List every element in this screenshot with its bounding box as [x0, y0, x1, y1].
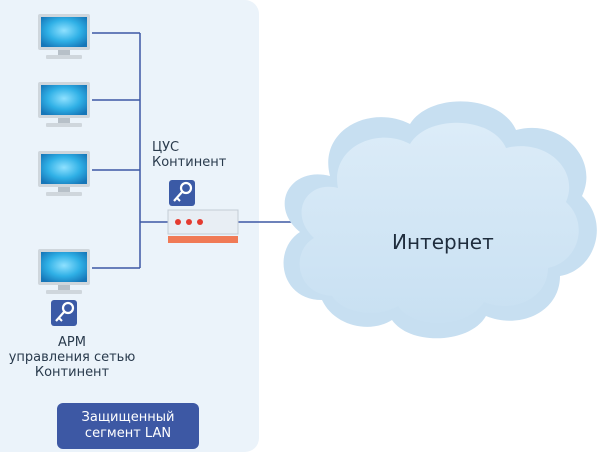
network-wires [92, 32, 300, 269]
router-icon [167, 209, 239, 243]
admin-label-line3: Континент [34, 365, 110, 380]
monitor-icon [38, 151, 90, 196]
gateway-label-line2: Континент [152, 155, 227, 170]
internet-label: Интернет [392, 230, 494, 254]
monitor-icon [38, 249, 90, 294]
admin-workstation-label: АРМ управления сетью Континент [4, 335, 140, 380]
gateway-label-line1: ЦУС [152, 140, 180, 155]
monitor-icon [38, 14, 90, 59]
admin-label-line1: АРМ [58, 335, 86, 350]
gateway-label: ЦУС Континент [152, 140, 262, 170]
lan-badge-line2: сегмент LAN [84, 426, 172, 441]
monitor-icon [38, 82, 90, 127]
cloud-icon [283, 101, 597, 339]
key-icon [51, 300, 77, 326]
admin-label-line2: управления сетью [8, 350, 136, 365]
lan-segment-badge: Защищенный сегмент LAN [57, 403, 199, 449]
lan-badge-line1: Защищенный [81, 410, 175, 425]
key-icon [169, 180, 195, 206]
